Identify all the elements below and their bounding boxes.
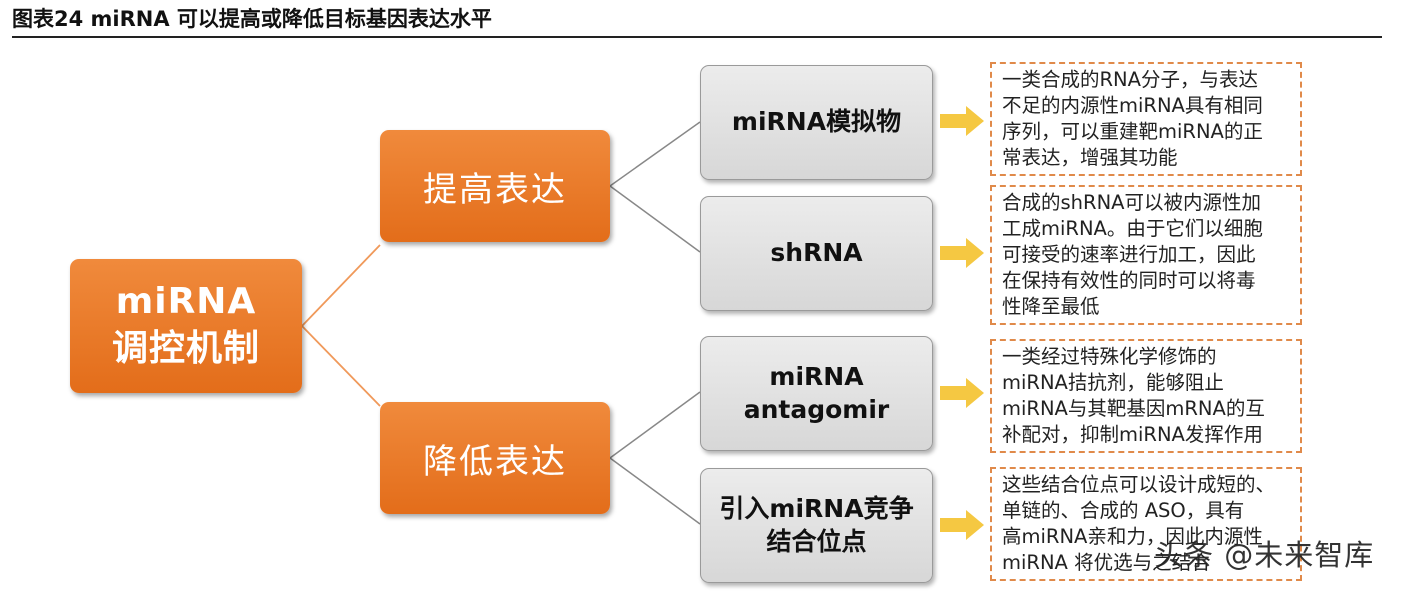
leaf-label-line: 结合位点 <box>766 526 867 556</box>
watermark-text: 头条 @未来智库 <box>1154 538 1375 572</box>
description-box-antagomir: 一类经过特殊化学修饰的 miRNA拮抗剂，能够阻止 miRNA与其靶基因mRNA… <box>990 339 1302 453</box>
description-line: 合成的shRNA可以被内源性加 <box>1002 191 1261 214</box>
description-line: 高miRNA亲和力，因此内源性 <box>1002 525 1263 548</box>
branch-node-decrease: 降低表达 <box>380 402 610 514</box>
connector-decrease-to-antagomir <box>609 391 701 459</box>
description-line: 工成miRNA。由于它们以细胞 <box>1002 217 1263 240</box>
connector-increase-to-shrna <box>609 185 701 253</box>
description-line: 不足的内源性miRNA具有相同 <box>1002 94 1263 117</box>
connector-decrease-to-sponge <box>609 457 701 525</box>
description-box-mirna-mimic: 一类合成的RNA分子，与表达 不足的内源性miRNA具有相同 序列，可以重建靶m… <box>990 62 1302 176</box>
arrow-right-icon <box>940 510 984 540</box>
root-node-mirna-regulation: miRNA 调控机制 <box>70 259 302 393</box>
description-line: 补配对，抑制miRNA发挥作用 <box>1002 423 1263 446</box>
root-node-line2: 调控机制 <box>111 328 260 369</box>
description-box-shrna: 合成的shRNA可以被内源性加 工成miRNA。由于它们以细胞 可接受的速率进行… <box>990 185 1302 325</box>
description-line: miRNA 将优选与之结合 <box>1002 551 1211 574</box>
figure-title: 图表24 miRNA 可以提高或降低目标基因表达水平 <box>12 4 1382 38</box>
description-line: 在保持有效性的同时可以将毒 <box>1002 269 1256 292</box>
description-line: 常表达，增强其功能 <box>1002 146 1178 169</box>
leaf-node-shrna: shRNA <box>700 196 933 311</box>
leaf-label-line: miRNA模拟物 <box>731 107 902 137</box>
description-line: 单链的、合成的 ASO，具有 <box>1002 499 1245 522</box>
description-line: 序列，可以重建靶miRNA的正 <box>1002 120 1263 143</box>
description-line: 可接受的速率进行加工，因此 <box>1002 243 1256 266</box>
branch-node-increase: 提高表达 <box>380 130 610 242</box>
leaf-label-line: miRNA <box>769 362 864 391</box>
leaf-node-mirna-mimic: miRNA模拟物 <box>700 65 933 180</box>
root-node-line1: miRNA <box>115 281 257 323</box>
description-line: 一类合成的RNA分子，与表达 <box>1002 68 1258 91</box>
connector-increase-to-mimic <box>609 121 701 187</box>
leaf-node-antagomir: miRNA antagomir <box>700 336 933 451</box>
description-line: 性降至最低 <box>1002 295 1100 318</box>
description-line: miRNA与其靶基因mRNA的互 <box>1002 397 1265 420</box>
arrow-right-icon <box>940 106 984 136</box>
leaf-label-line: antagomir <box>743 394 890 424</box>
leaf-label-line: 引入miRNA竞争 <box>719 494 914 523</box>
connector-root-to-decrease <box>301 325 381 407</box>
description-box-binding-site: 这些结合位点可以设计成短的、 单链的、合成的 ASO，具有 高miRNA亲和力，… <box>990 467 1302 581</box>
description-line: miRNA拮抗剂，能够阻止 <box>1002 371 1224 394</box>
description-line: 一类经过特殊化学修饰的 <box>1002 345 1217 368</box>
description-line: 这些结合位点可以设计成短的、 <box>1002 473 1276 496</box>
arrow-right-icon <box>940 378 984 408</box>
leaf-node-binding-site: 引入miRNA竞争 结合位点 <box>700 468 933 583</box>
connector-root-to-increase <box>301 244 381 327</box>
leaf-label-line: shRNA <box>770 238 863 268</box>
arrow-right-icon <box>940 238 984 268</box>
